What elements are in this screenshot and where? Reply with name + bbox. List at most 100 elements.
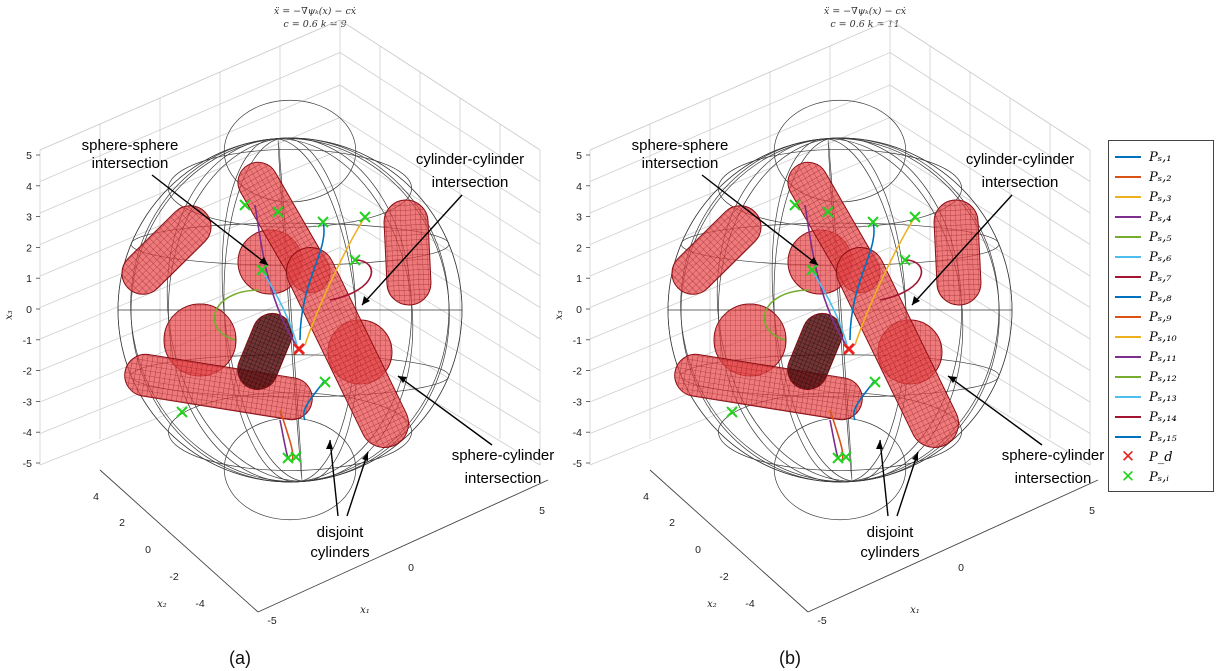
annotation-disjoint-line1: disjoint [867,524,915,541]
start-marker-x [176,406,188,418]
trajectory-path [811,269,848,346]
legend-entry: Pₛ,₁₅ [1115,427,1177,447]
legend-label: Pₛ,₂ [1149,169,1172,185]
start-marker [909,211,921,223]
annotation-cylinder-cylinder-line1: cylinder-cylinder [966,151,1074,168]
x3-tick-label: 2 [576,242,582,254]
trajectory-path [829,409,844,461]
legend-line-swatch [1115,436,1141,438]
legend-line-swatch [1115,336,1141,338]
legend-label: Pₛ,₁₄ [1149,409,1177,425]
legend-entry: Pₛ,₅ [1115,227,1171,247]
x3-tick-label: -2 [573,366,582,378]
panel-label: (b) [779,648,801,668]
start-marker-x [319,376,331,388]
x1-tick-label: -5 [267,615,276,627]
start-marker-x [909,211,921,223]
x1-tick-label: -5 [817,615,826,627]
grid-line [39,84,541,214]
x3-tick-label: 3 [576,212,582,224]
grid-line [39,214,541,340]
panel-b: ẍ = −∇ψₖ(x) − cẋc = 0.6 k = 11543210-1-2… [554,6,1104,668]
start-marker [319,376,331,388]
legend-label: Pₛ,ᵢ [1149,469,1169,485]
trajectory-path [329,259,373,301]
grid-line [589,149,1091,277]
start-marker-x [899,254,911,266]
cylinder-mesh [671,205,762,295]
x3-tick-label: -3 [573,396,582,408]
x3-axis-label: x₃ [554,310,565,320]
legend-entry: Pₛ,₇ [1115,267,1171,287]
start-marker [822,206,834,218]
annotation-arrow [911,194,1013,306]
x3-tick-label: -1 [23,335,32,347]
cylinder-obstacle [286,247,409,448]
grid-line [589,19,1091,151]
cylinder-mesh [674,354,863,420]
panel-a: ẍ = −∇ψₖ(x) − cẋc = 0.6 k = 9543210-1-2-… [4,6,554,668]
x3-tick-label: 4 [576,181,582,193]
cylinder-obstacle [671,205,762,295]
x3-tick-label: -1 [573,335,582,347]
start-marker [840,451,852,463]
x1-axis-line [257,479,549,613]
trajectory-path [804,204,847,346]
x1-axis-label: x₁ [360,605,370,616]
annotation-cylinder-cylinder-line2: intersection [432,174,509,191]
annotation-sphere-cylinder-line1: sphere-cylinder [452,447,555,464]
legend-entry: Pₛ,₁₀ [1115,327,1177,347]
start-markers [726,199,921,464]
trajectory-path [879,259,923,301]
cylinder-obstacle [674,353,863,421]
grid-line [589,52,1091,182]
annotation-arrowhead [809,257,818,265]
start-marker-x [256,264,268,276]
legend-line-swatch [1115,396,1141,398]
grid-line [589,117,1091,245]
x3-tick-label: 4 [26,181,32,193]
plot-title-equation: ẍ = −∇ψₖ(x) − cẋ [274,6,357,17]
trajectory-path [854,216,916,346]
cylinder-mesh [934,199,981,306]
trajectory-path [849,221,875,341]
annotation-arrow [947,375,1043,446]
start-marker-x [317,216,329,228]
x2-tick-label: -4 [745,598,754,610]
legend-label: Pₛ,₇ [1149,269,1172,285]
x3-tick-label: 5 [26,150,32,162]
annotation-arrowhead [912,452,918,461]
grid-line [39,117,541,245]
legend-line-swatch [1115,416,1141,418]
annotation-arrow [879,439,889,517]
legend-label: Pₛ,₁₁ [1149,349,1177,365]
grid-line [39,149,541,277]
x3-tick-label: 1 [576,273,582,285]
annotation-arrow [329,439,339,517]
start-marker-x [726,406,738,418]
x3-tick-label: 0 [26,304,32,316]
annotation-arrowhead [876,440,883,449]
x2-tick-label: 0 [145,544,151,556]
x3-tick-label: -5 [23,458,32,470]
trajectory-path [829,419,839,459]
x3-tick-label: -3 [23,396,32,408]
x1-tick-label: 5 [1089,505,1095,517]
legend-entry: Pₛ,₄ [1115,207,1171,227]
grid-top-edge [39,19,541,151]
legend-label: Pₛ,₃ [1149,189,1172,205]
legend-entry: Pₛ,₉ [1115,307,1171,327]
annotation-arrow [346,451,369,517]
x3-tick-label: -5 [573,458,582,470]
sphere-obstacle-mesh [164,304,236,376]
legend-entry: Pₛ,₁₂ [1115,367,1177,387]
cylinder-mesh [286,247,409,448]
start-marker [789,199,801,211]
trajectory-path [213,289,261,341]
annotation-sphere-sphere-line2: intersection [92,155,169,172]
trajectories [763,204,923,461]
x2-tick-label: 2 [669,517,675,529]
annotation-sphere-cylinder-line2: intersection [1015,470,1092,487]
cylinder-obstacle [933,199,982,306]
